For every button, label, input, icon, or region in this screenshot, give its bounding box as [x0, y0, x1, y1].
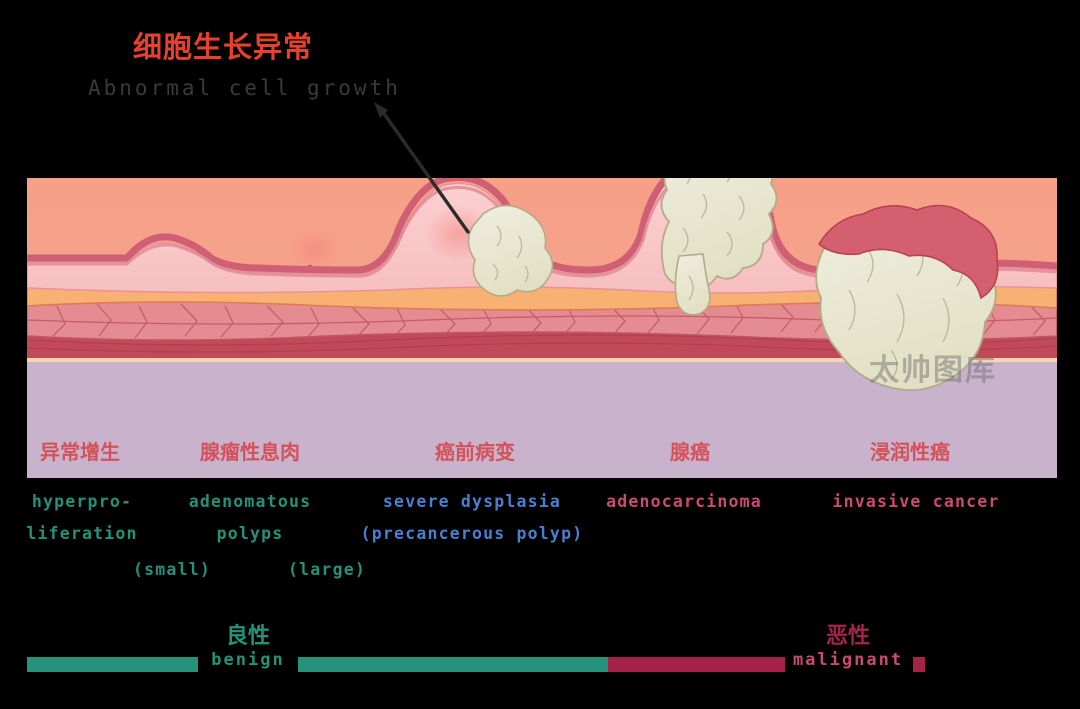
stage-label-en-invasive-cancer: invasive cancer [832, 492, 1000, 511]
page-title-english: Abnormal cell growth [88, 76, 401, 100]
invasive-cancer-rim [817, 204, 999, 300]
stage-label-cn-adenomatous-polyps: 腺瘤性息肉 [200, 440, 300, 464]
benign-range-bar [27, 657, 608, 672]
adenocarcinoma-veins [682, 178, 745, 301]
stage-label-en-adenocarcinoma: adenocarcinoma [606, 492, 762, 511]
polyp-blush-1 [289, 228, 341, 272]
stage-label-cn-hyperproliferation: 异常增生 [40, 440, 120, 464]
grade-label-en-malignant: malignant [792, 650, 904, 670]
stage-label-en-hyperproliferation-line1: hyperpro- [31, 492, 133, 511]
stage-label-cn-invasive-cancer: 浸润性癌 [870, 440, 950, 464]
muscularis-cell-texture [27, 299, 1057, 339]
stage-label-en-severe-dysplasia: severe dysplasia [382, 492, 562, 511]
stage-label-en-hyperproliferation-line2: liferation [26, 524, 138, 543]
stage-label-en-precancerous-polyp: (precancerous polyp) [360, 524, 584, 543]
stage-label-en-adenomatous-line1: adenomatous [188, 492, 312, 511]
colon-progression-diagram [27, 178, 1057, 478]
grade-label-en-benign: benign [211, 650, 285, 670]
stage-label-cn-precancerous: 癌前病变 [435, 440, 515, 464]
abnormal-cell-mass [467, 204, 554, 297]
page-title-chinese: 细胞生长异常 [133, 30, 314, 64]
stage-label-en-adenomatous-size: (large) [288, 560, 366, 579]
stage-label-en-adenomatous-line2: polyps [216, 524, 284, 543]
malignant-label-gap [785, 657, 913, 672]
benign-label-gap [198, 657, 298, 672]
stage-label-en-hyperproliferation-size: (small) [133, 560, 211, 579]
grade-label-cn-malignant: 恶性 [825, 624, 871, 649]
abnormal-cell-mass-veins [492, 225, 529, 283]
grade-label-cn-benign: 良性 [225, 624, 271, 649]
stage-label-cn-adenocarcinoma: 腺癌 [670, 440, 710, 464]
